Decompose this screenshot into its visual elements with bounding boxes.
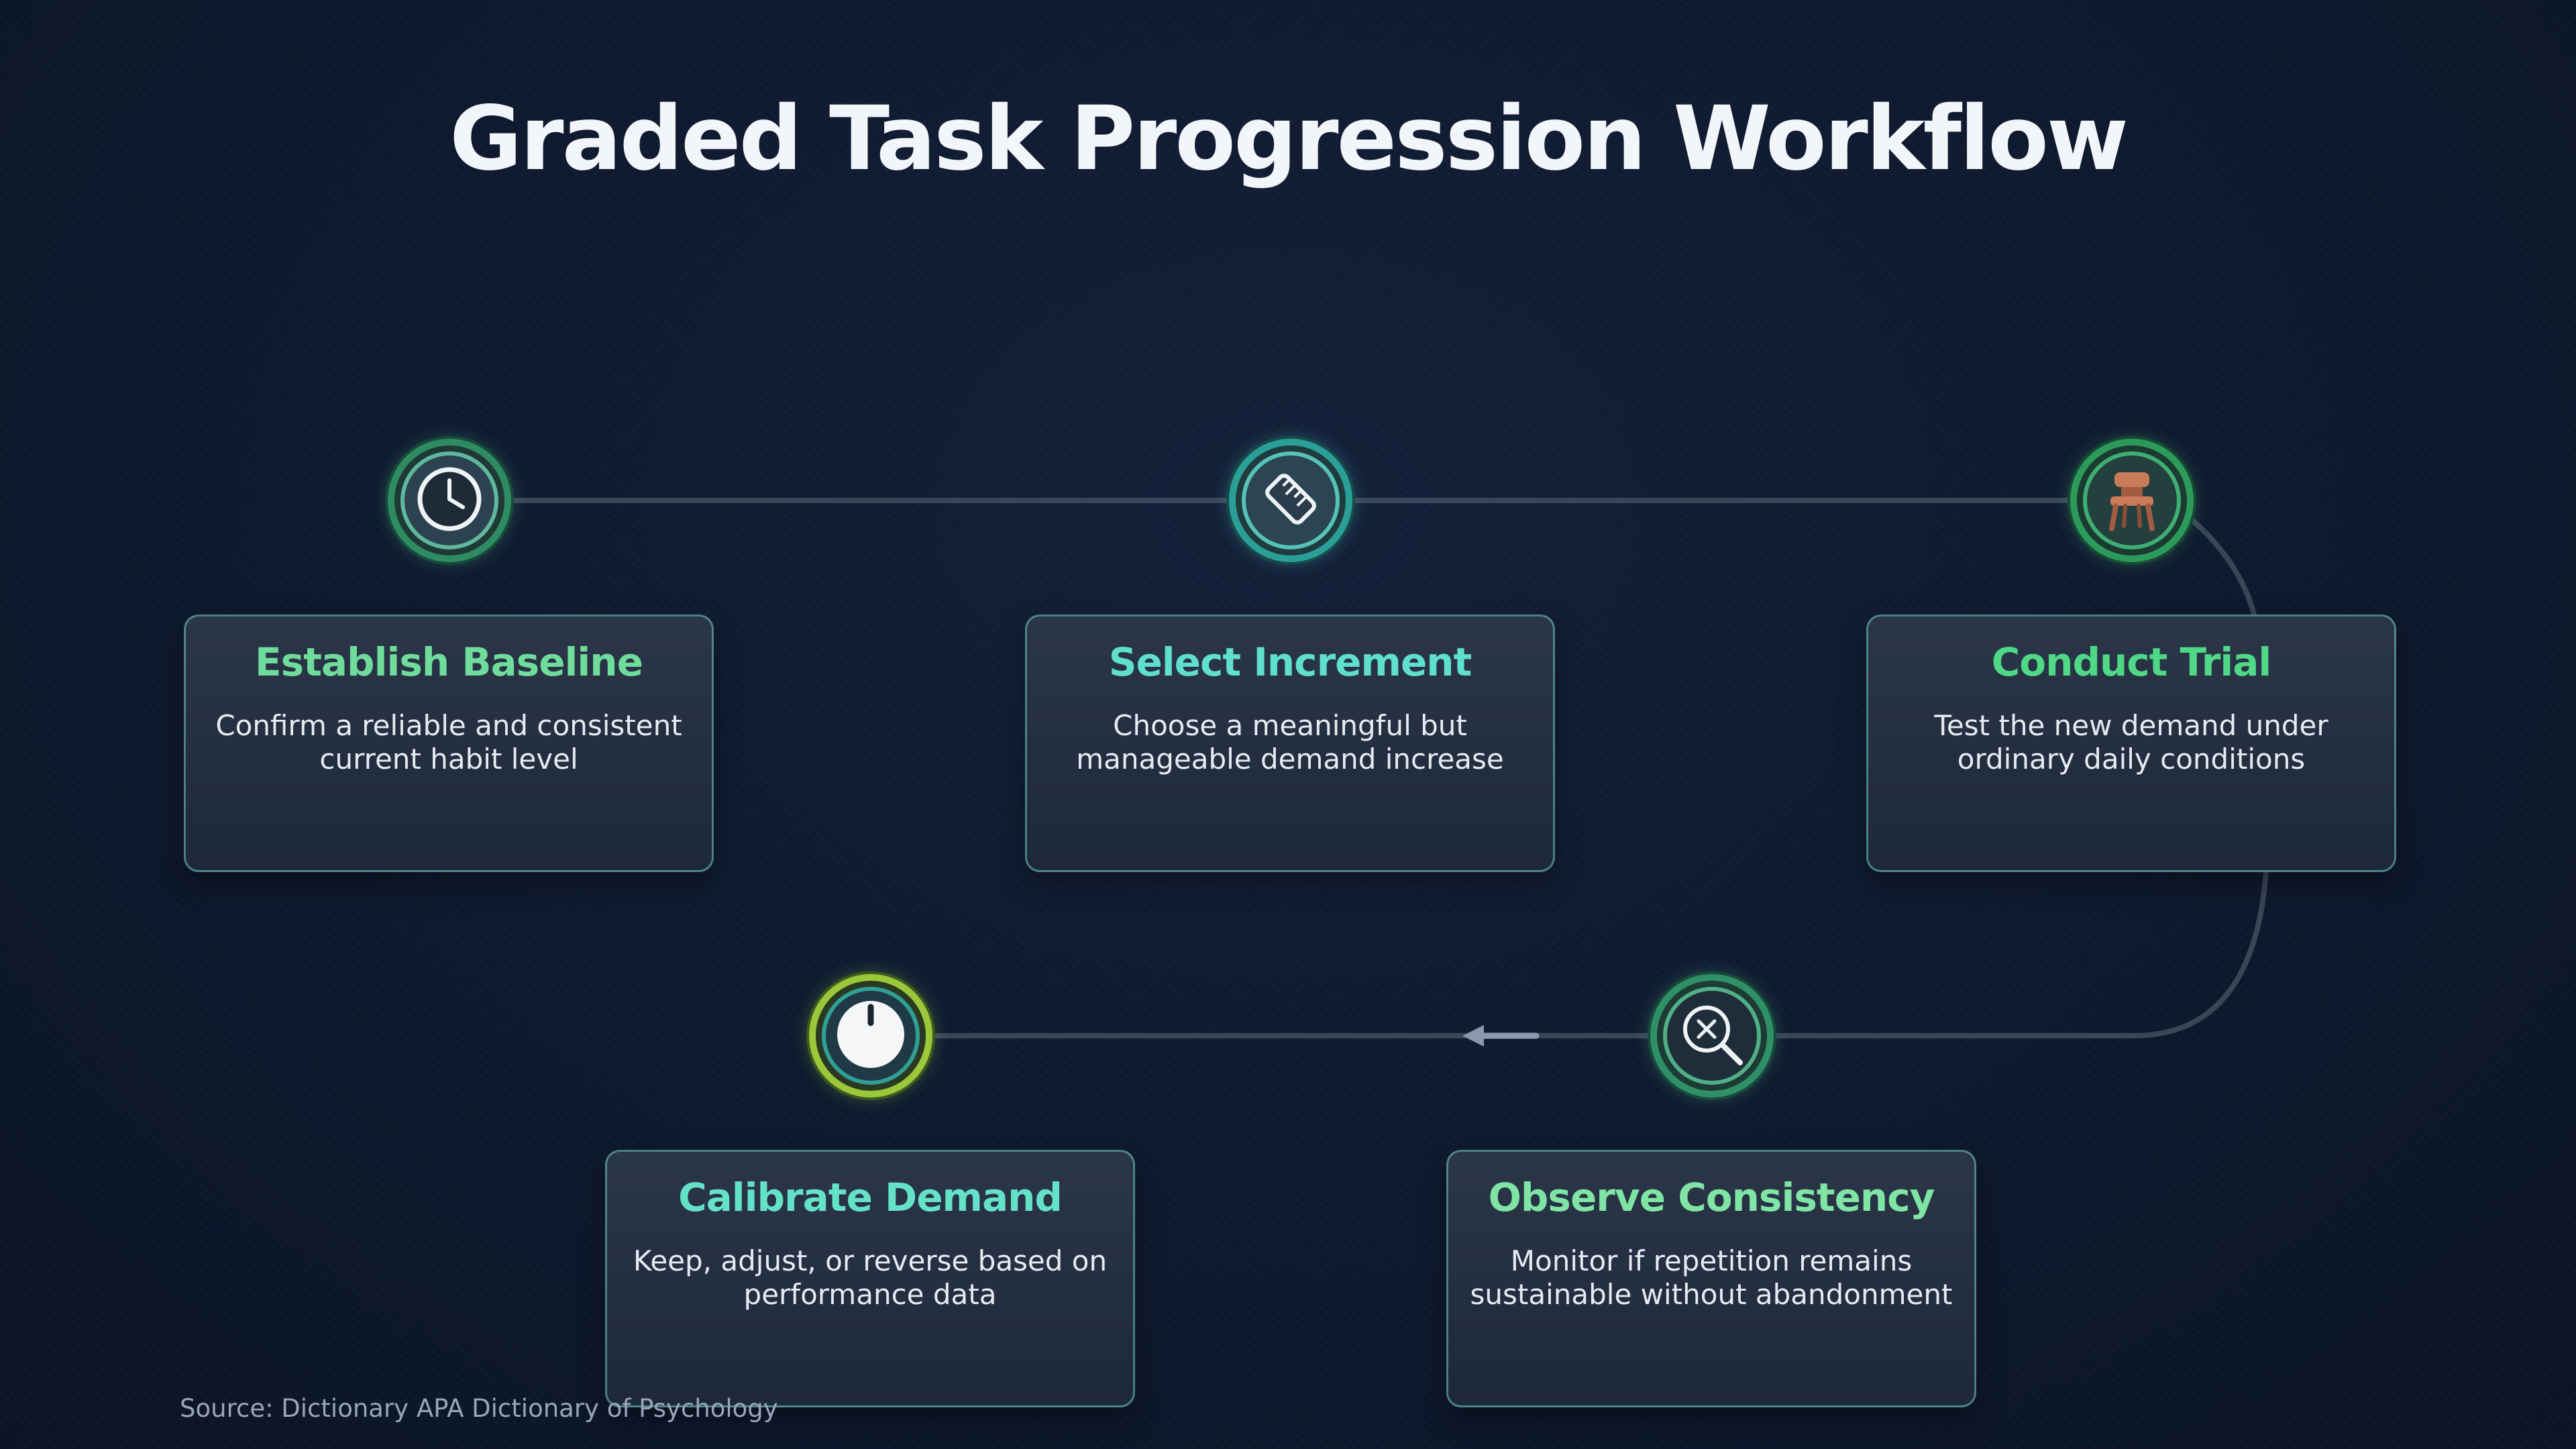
- step-title: Establish Baseline: [255, 639, 643, 685]
- step-title: Conduct Trial: [1991, 639, 2272, 685]
- step-card-observe-consistency: Observe Consistency Monitor if repetitio…: [1446, 1150, 1976, 1407]
- dial-icon: [834, 998, 908, 1074]
- step-title: Calibrate Demand: [678, 1175, 1063, 1220]
- step-card-establish-baseline: Establish Baseline Confirm a reliable an…: [184, 614, 714, 872]
- step-description: Choose a meaningful but manageable deman…: [1076, 709, 1504, 775]
- step-description: Confirm a reliable and consistent curren…: [215, 709, 682, 775]
- step-description: Monitor if repetition remains sustainabl…: [1470, 1244, 1953, 1311]
- step-card-calibrate-demand: Calibrate Demand Keep, adjust, or revers…: [605, 1150, 1135, 1407]
- magnifier-x-icon: [1677, 1000, 1747, 1072]
- arrow-left-marker: [1462, 1025, 1540, 1046]
- node-observe-consistency: [1650, 974, 1774, 1097]
- node-conduct-trial: [2070, 439, 2194, 562]
- source-citation: Source: Dictionary APA Dictionary of Psy…: [180, 1394, 778, 1423]
- step-card-conduct-trial: Conduct Trial Test the new demand under …: [1866, 614, 2396, 872]
- step-card-select-increment: Select Increment Choose a meaningful but…: [1025, 614, 1555, 872]
- page-title: Graded Task Progression Workflow: [449, 87, 2129, 191]
- clock-icon: [415, 464, 484, 537]
- step-description: Test the new demand under ordinary daily…: [1934, 709, 2328, 775]
- chair-icon: [2098, 466, 2165, 535]
- node-select-increment: [1229, 439, 1352, 562]
- step-title: Select Increment: [1108, 639, 1472, 685]
- step-title: Observe Consistency: [1488, 1175, 1935, 1220]
- ruler-icon: [1253, 462, 1328, 539]
- node-establish-baseline: [388, 439, 511, 562]
- step-description: Keep, adjust, or reverse based on perfor…: [633, 1244, 1108, 1311]
- node-calibrate-demand: [809, 974, 932, 1097]
- connector-trial-to-observe: [2131, 519, 2269, 1038]
